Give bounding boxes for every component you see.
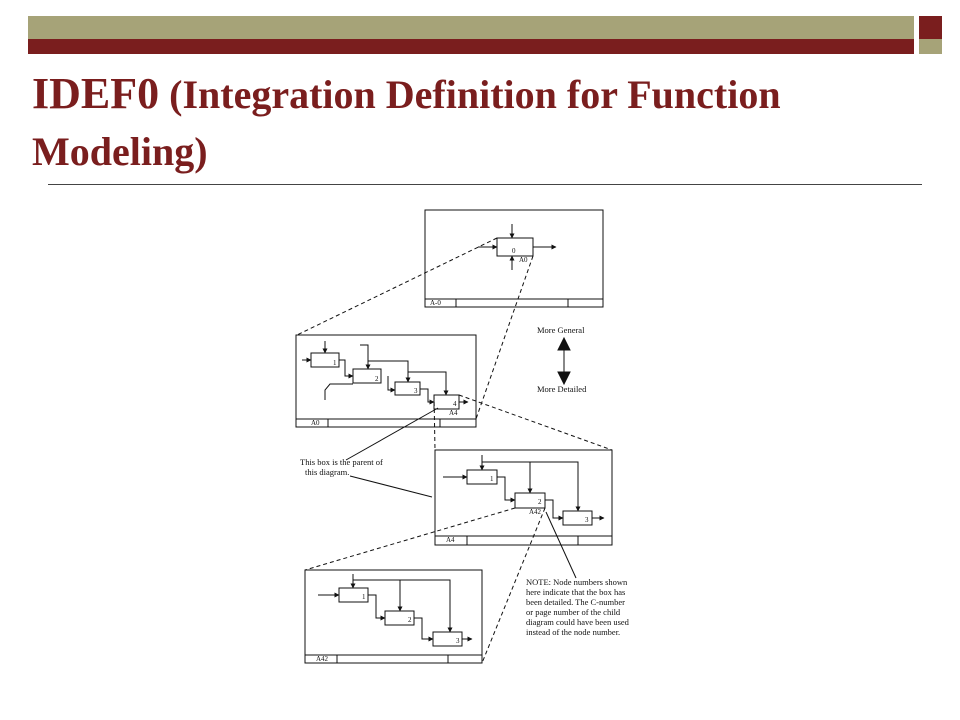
- a0-num-4: 4: [453, 400, 457, 408]
- a0-num-3: 3: [414, 387, 418, 395]
- slide-title: IDEF0 (Integration Definition for Functi…: [32, 70, 932, 185]
- frame-label-a0: A0: [311, 419, 320, 427]
- header-corner-olive: [919, 39, 942, 54]
- parent-note-line-2: this diagram.: [305, 467, 349, 477]
- frame-a4: [434, 449, 613, 546]
- node-note-line-5: diagram could have been used: [526, 617, 630, 627]
- frame-label-a-minus-0: A-0: [430, 299, 441, 307]
- frame-a42: [304, 569, 483, 664]
- a42-num-3: 3: [456, 637, 460, 645]
- a4-num-3: 3: [585, 516, 589, 524]
- general-detailed-arrow: [557, 336, 571, 386]
- node-note-line-1: NOTE: Node numbers shown: [526, 577, 628, 587]
- parent-note-leader: [345, 407, 439, 461]
- a42-num-2: 2: [408, 616, 412, 624]
- header-corner-maroon: [919, 16, 942, 39]
- frame-a0: [295, 334, 477, 428]
- node-note-line-3: been detailed. The C-number: [526, 597, 625, 607]
- parent-note-line-1: This box is the parent of: [300, 457, 383, 467]
- title-divider: [48, 184, 922, 185]
- legend-more-detailed: More Detailed: [537, 384, 587, 394]
- a0-num-2: 2: [375, 375, 379, 383]
- frame-label-a42: A42: [316, 655, 329, 663]
- node-note-line-4: or page number of the child: [526, 607, 621, 617]
- legend-more-general: More General: [537, 325, 585, 335]
- a0-box4-node: A4: [449, 409, 458, 417]
- decomposition-lines: [296, 237, 613, 664]
- a42-num-1: 1: [362, 593, 366, 601]
- header-band-maroon: [28, 39, 914, 54]
- frame-label-a4: A4: [446, 536, 455, 544]
- frame-a-minus-0: [424, 209, 604, 308]
- title-rest: (Integration Definition for Function Mod…: [32, 72, 781, 174]
- title-main: IDEF0: [32, 69, 160, 118]
- header-band-olive: [28, 16, 914, 39]
- a4-num-1: 1: [490, 475, 494, 483]
- node-note-line-2: here indicate that the box has: [526, 587, 625, 597]
- a4-box2-node: A42: [529, 508, 542, 516]
- a4-num-2: 2: [538, 498, 542, 506]
- context-box-num: 0: [512, 247, 516, 255]
- node-note-line-6: instead of the node number.: [526, 627, 620, 637]
- node-note-leader: [545, 511, 577, 579]
- parent-note-leader-2: [349, 475, 433, 498]
- a0-num-1: 1: [333, 359, 337, 367]
- context-box-node: A0: [519, 256, 528, 264]
